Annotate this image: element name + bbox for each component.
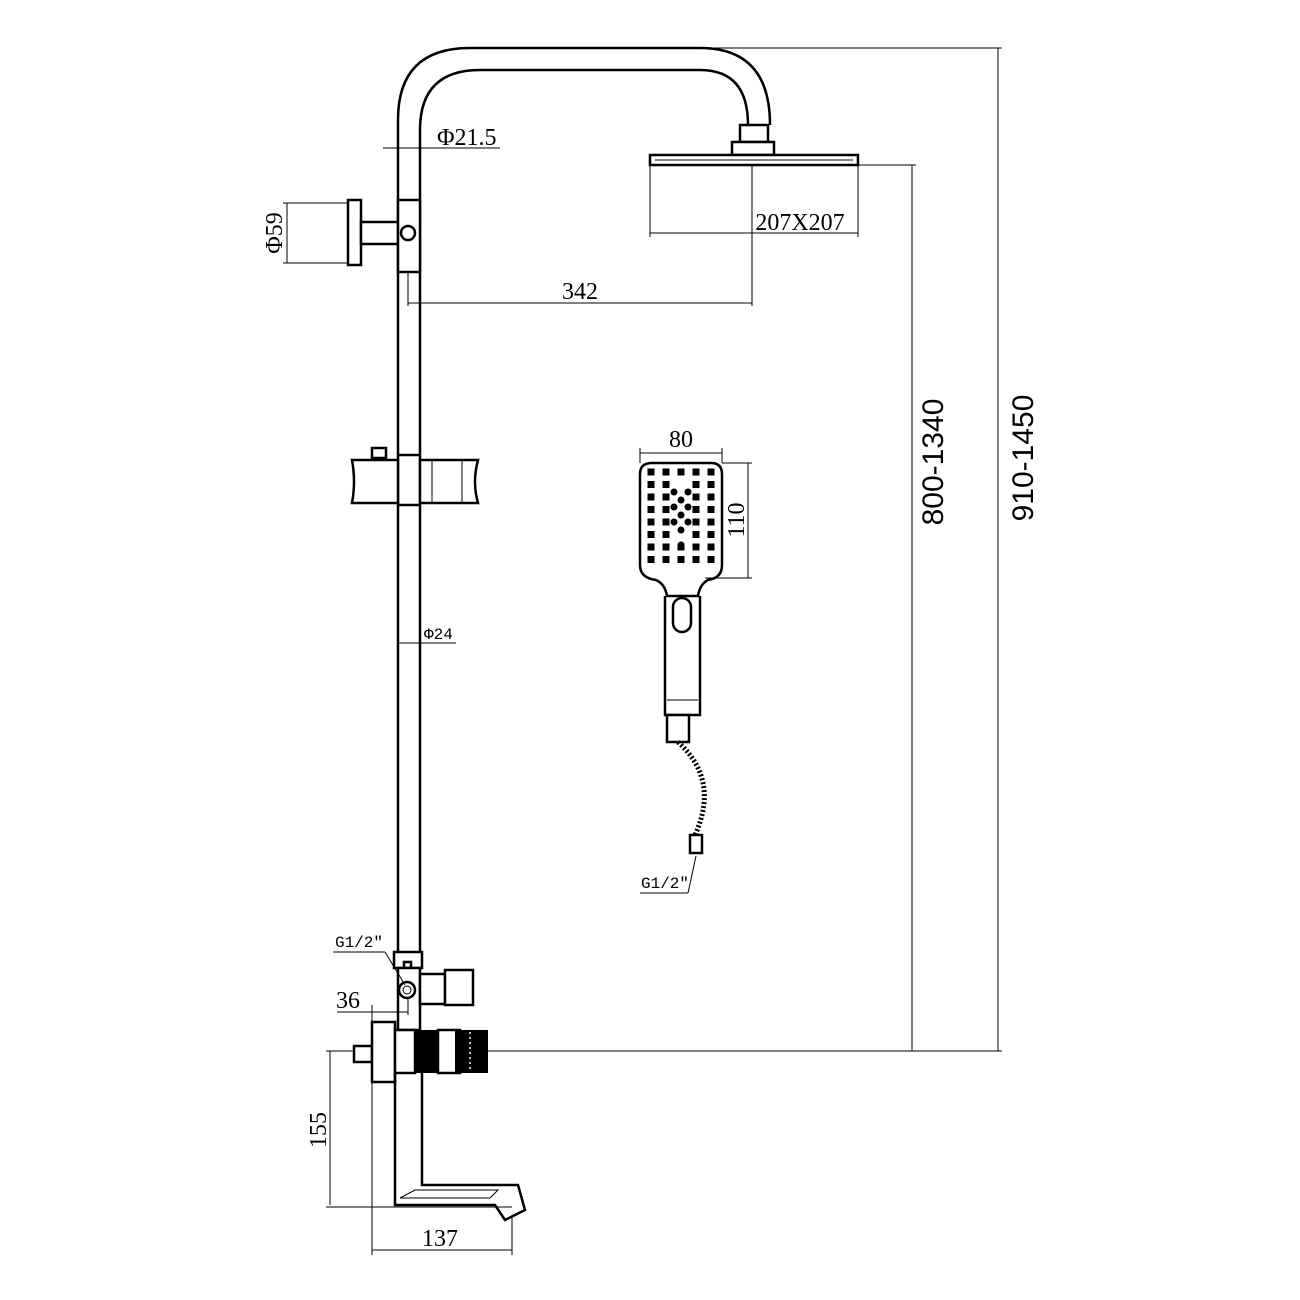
- thermostatic-mixer: [352, 1020, 488, 1084]
- nozzle: [692, 468, 700, 476]
- label-diverter-offset: 36: [336, 988, 360, 1014]
- nozzle: [692, 518, 700, 526]
- nozzle: [670, 518, 678, 526]
- nozzle: [647, 481, 655, 488]
- nozzle: [647, 518, 655, 526]
- label-hand-width: 80: [669, 427, 693, 453]
- label-total-height-range: 910-1450: [1007, 395, 1040, 522]
- label-riser-diameter: Φ24: [424, 626, 453, 644]
- bath-spout: [393, 1073, 527, 1222]
- nozzle: [662, 506, 670, 513]
- nozzle: [707, 531, 715, 538]
- nozzle: [692, 493, 700, 501]
- nozzle: [707, 468, 715, 476]
- diverter: [392, 950, 475, 1032]
- overhead-shower-head: [648, 123, 860, 167]
- label-pipe-diameter: Φ21.5: [437, 125, 497, 151]
- nozzle: [692, 543, 700, 551]
- nozzle: [662, 531, 670, 538]
- nozzle: [707, 518, 715, 526]
- nozzle: [707, 481, 715, 488]
- nozzle-grid: [647, 468, 715, 563]
- wall-bracket: [346, 198, 422, 274]
- nozzle: [647, 556, 655, 563]
- nozzle: [677, 496, 685, 504]
- nozzle: [670, 488, 678, 496]
- nozzle: [647, 468, 655, 476]
- nozzle: [647, 506, 655, 513]
- nozzle: [692, 556, 700, 563]
- hand-shower: [638, 461, 724, 855]
- nozzle: [707, 543, 715, 551]
- nozzle: [677, 468, 685, 476]
- label-hose-thread: G1/2": [641, 875, 689, 893]
- dimension-lines: [283, 47, 1002, 1255]
- nozzle: [662, 518, 670, 526]
- label-spout-height: 155: [306, 1112, 332, 1148]
- nozzle: [692, 481, 700, 488]
- nozzle: [647, 493, 655, 501]
- label-hand-height: 110: [724, 502, 750, 537]
- nozzle: [647, 531, 655, 538]
- label-arm-reach: 342: [562, 279, 598, 305]
- label-head-size: 207X207: [755, 210, 844, 236]
- nozzle: [662, 556, 670, 563]
- nozzle: [677, 541, 685, 549]
- nozzle: [662, 481, 670, 488]
- nozzle: [662, 468, 670, 476]
- nozzle: [677, 511, 685, 519]
- nozzle: [662, 543, 670, 551]
- nozzle: [707, 493, 715, 501]
- nozzle: [692, 531, 700, 538]
- nozzle: [684, 488, 692, 496]
- riser-pipe: [396, 46, 772, 955]
- nozzle: [707, 506, 715, 513]
- nozzle: [684, 518, 692, 526]
- nozzle: [662, 493, 670, 501]
- nozzle: [707, 556, 715, 563]
- nozzle: [684, 503, 692, 511]
- nozzle: [670, 503, 678, 511]
- label-diverter-thread: G1/2": [335, 934, 383, 952]
- nozzle: [677, 526, 685, 534]
- nozzle: [692, 506, 700, 513]
- label-spout-reach: 137: [422, 1226, 458, 1252]
- nozzle: [647, 543, 655, 551]
- label-head-height-range: 800-1340: [917, 399, 950, 526]
- nozzle: [677, 556, 685, 563]
- hand-shower-slider: [350, 446, 480, 507]
- label-bracket-diameter: Φ59: [262, 212, 288, 254]
